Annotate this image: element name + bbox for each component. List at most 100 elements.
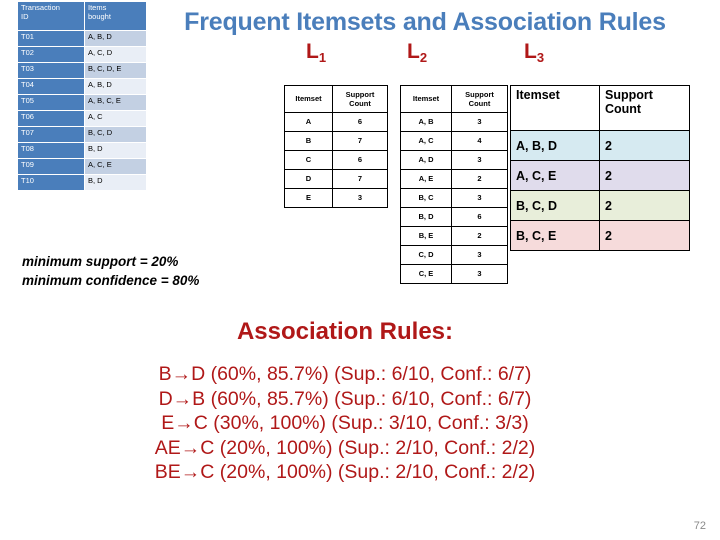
cell-itemset: B, C, D <box>510 190 600 221</box>
column-header-support-count: Support Count <box>332 85 388 113</box>
cell-itemset: B, C, E <box>510 220 600 251</box>
table-header-row: Itemset Support Count <box>510 85 690 131</box>
l1-caption-letter: L <box>306 40 319 63</box>
l3-caption-subscript: 3 <box>536 50 545 65</box>
header-line-1: Support <box>345 89 375 99</box>
l1-table-head: Itemset Support Count <box>284 85 388 113</box>
page-number: 72 <box>693 520 706 532</box>
cell-items-bought: A, B, D <box>84 78 146 95</box>
minimum-confidence-text: minimum confidence = 80% <box>22 273 200 288</box>
cell-items-bought: A, C <box>84 110 146 127</box>
cell-itemset: A, C, E <box>510 160 600 191</box>
l1-caption-subscript: 1 <box>318 50 327 65</box>
cell-itemset: B <box>284 131 333 151</box>
cell-itemset: C <box>284 150 333 170</box>
l3-caption: L3 <box>524 40 545 65</box>
cell-itemset: E <box>284 188 333 208</box>
l2-caption-subscript: 2 <box>419 50 428 65</box>
cell-support-count: 2 <box>599 130 690 161</box>
table-header-row: Itemset Support Count <box>400 85 508 113</box>
cell-transaction-id: T10 <box>18 174 85 191</box>
cell-transaction-id: T06 <box>18 110 85 127</box>
l1-caption: L1 <box>306 40 327 65</box>
header-line-2: Count <box>605 102 642 116</box>
association-rule: D→B (60%, 85.7%) (Sup.: 6/10, Conf.: 6/7… <box>158 387 532 410</box>
cell-support-count: 3 <box>451 112 508 132</box>
header-line-1: Support <box>605 88 653 102</box>
cell-itemset: B, C <box>400 188 452 208</box>
cell-support-count: 4 <box>451 131 508 151</box>
cell-support-count: 6 <box>332 112 388 132</box>
cell-transaction-id: T08 <box>18 142 85 159</box>
cell-support-count: 3 <box>332 188 388 208</box>
cell-transaction-id: T01 <box>18 30 85 47</box>
l3-caption-letter: L <box>524 40 537 63</box>
header-line-2: Count <box>349 99 371 108</box>
cell-support-count: 7 <box>332 169 388 189</box>
column-header-itemset: Itemset <box>510 85 600 131</box>
cell-support-count: 2 <box>599 190 690 221</box>
column-header-itemset: Itemset <box>284 85 333 113</box>
cell-support-count: 2 <box>599 160 690 191</box>
transaction-table-head: Transaction ID Items bought <box>18 2 146 31</box>
cell-items-bought: A, B, D <box>84 30 146 47</box>
cell-support-count: 3 <box>451 150 508 170</box>
cell-items-bought: B, D <box>84 174 146 191</box>
cell-support-count: 2 <box>451 226 508 246</box>
cell-support-count: 6 <box>332 150 388 170</box>
cell-itemset: A, B, D <box>510 130 600 161</box>
header-line-2: ID <box>21 12 29 21</box>
cell-itemset: B, E <box>400 226 452 246</box>
column-header-itemset: Itemset <box>400 85 452 113</box>
page-title: Frequent Itemsets and Association Rules <box>184 8 666 36</box>
cell-items-bought: B, D <box>84 142 146 159</box>
cell-transaction-id: T02 <box>18 46 85 63</box>
cell-transaction-id: T04 <box>18 78 85 95</box>
cell-support-count: 3 <box>451 188 508 208</box>
cell-itemset: A, B <box>400 112 452 132</box>
cell-itemset: C, E <box>400 264 452 284</box>
l2-caption-letter: L <box>407 40 420 63</box>
cell-items-bought: A, C, D <box>84 46 146 63</box>
cell-support-count: 2 <box>451 169 508 189</box>
cell-support-count: 2 <box>599 220 690 251</box>
column-header-support-count: Support Count <box>451 85 508 113</box>
threshold-parameters: minimum support = 20% minimum confidence… <box>22 252 199 290</box>
cell-itemset: D <box>284 169 333 189</box>
association-rules-heading: Association Rules: <box>236 318 454 345</box>
cell-itemset: A, E <box>400 169 452 189</box>
l2-table-head: Itemset Support Count <box>400 85 508 113</box>
header-line-1: Support <box>465 89 494 99</box>
cell-itemset: A, C <box>400 131 452 151</box>
cell-support-count: 7 <box>332 131 388 151</box>
cell-itemset: B, D <box>400 207 452 227</box>
l2-caption: L2 <box>407 40 428 65</box>
table-header-row: Itemset Support Count <box>284 85 388 113</box>
cell-itemset: A, D <box>400 150 452 170</box>
cell-items-bought: A, B, C, E <box>84 94 146 111</box>
